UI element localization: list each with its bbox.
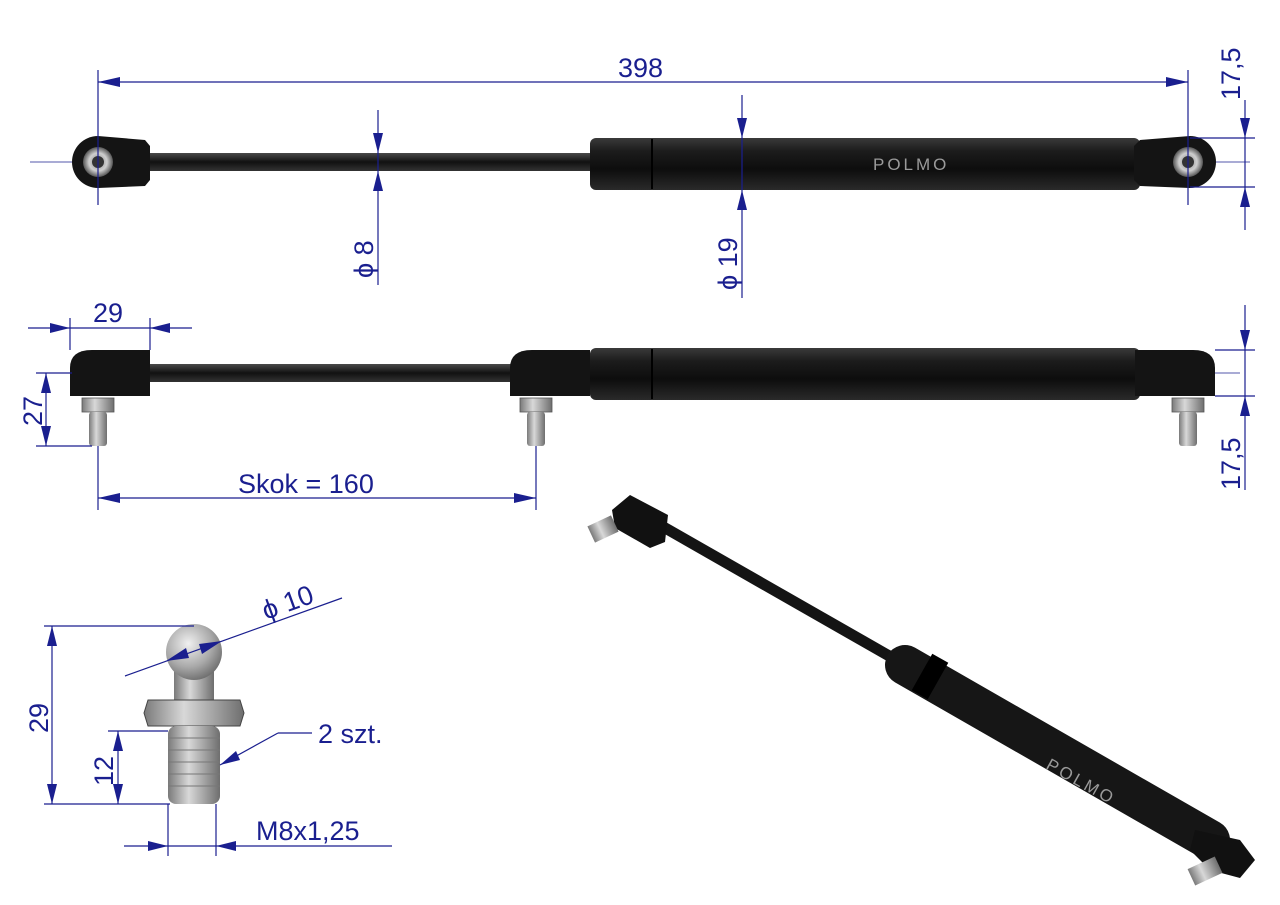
arrow-head [1166, 77, 1188, 87]
ball-dim-line [124, 597, 343, 677]
dim-ball-diameter: ϕ 10 [258, 579, 318, 625]
iso-tube [885, 645, 1230, 860]
hex-collar [143, 699, 245, 727]
dim-thread-size: M8x1,25 [256, 816, 360, 846]
dim-end-fitting-height: 27 [18, 396, 48, 426]
arrow-head [373, 171, 383, 191]
arrow-head [737, 118, 747, 138]
arrow-head [98, 493, 120, 503]
cylinder-tube [590, 348, 1140, 400]
middle-end-fitting [510, 350, 590, 396]
iso-top-end-fitting [612, 495, 668, 548]
iso-tube-seam [911, 653, 949, 700]
arrow-head [514, 493, 536, 503]
side-view: 29 27 17,5 Skok = 160 [18, 298, 1255, 510]
piston-rod [145, 153, 595, 171]
left-end-fitting [70, 350, 150, 396]
isometric-view: POLMO [587, 495, 1255, 886]
middle-stud [519, 397, 553, 446]
arrow-head [47, 784, 57, 804]
arrow-head [220, 751, 240, 765]
cylinder-tube [590, 138, 1140, 190]
arrow-head [150, 323, 170, 333]
dim-stud-height: 29 [24, 703, 54, 733]
arrow-head [166, 648, 189, 661]
arrow-head [1240, 187, 1250, 207]
arrow-head [113, 731, 123, 751]
arrow-head [47, 626, 57, 646]
dim-thread-length: 12 [89, 756, 119, 786]
iso-bottom-stud [1187, 856, 1223, 886]
iso-top-stud [587, 515, 619, 543]
polmo-logo: POLMO [873, 155, 949, 174]
arrow-head [737, 190, 747, 210]
dim-tube-diameter: ϕ 19 [713, 237, 743, 290]
dim-eye-height: 17,5 [1216, 47, 1246, 100]
iso-rod [654, 519, 911, 671]
threaded-shank [168, 726, 220, 804]
ball-head [166, 624, 222, 680]
arrow-head [199, 641, 222, 654]
arrow-head [1240, 396, 1250, 416]
right-end-fitting [1135, 350, 1215, 396]
arrow-head [41, 426, 51, 446]
arrow-head [50, 323, 70, 333]
top-view: POLMO 398 17,5 ϕ 8 ϕ 19 [30, 47, 1255, 298]
thread-lines [168, 737, 220, 787]
arrow-head [216, 841, 236, 851]
dim-end-fitting-length: 29 [93, 298, 123, 328]
arrow-head [113, 784, 123, 804]
ball-stud-detail: ϕ 10 29 12 2 szt. M8x1,25 [24, 579, 392, 856]
arrow-head [148, 841, 168, 851]
arrow-head [1240, 330, 1250, 350]
quantity-label: 2 szt. [318, 719, 383, 749]
left-stud [81, 397, 115, 446]
piston-rod [145, 364, 525, 382]
arrow-head [41, 373, 51, 393]
arrow-head [98, 77, 120, 87]
dim-stroke: Skok = 160 [238, 469, 374, 499]
dim-overall-length: 398 [618, 53, 663, 83]
arrow-head [373, 133, 383, 153]
arrow-head [1240, 118, 1250, 138]
dim-rod-diameter: ϕ 8 [349, 240, 379, 278]
dim-stud-offset: 17,5 [1216, 437, 1246, 490]
right-stud [1171, 397, 1205, 446]
